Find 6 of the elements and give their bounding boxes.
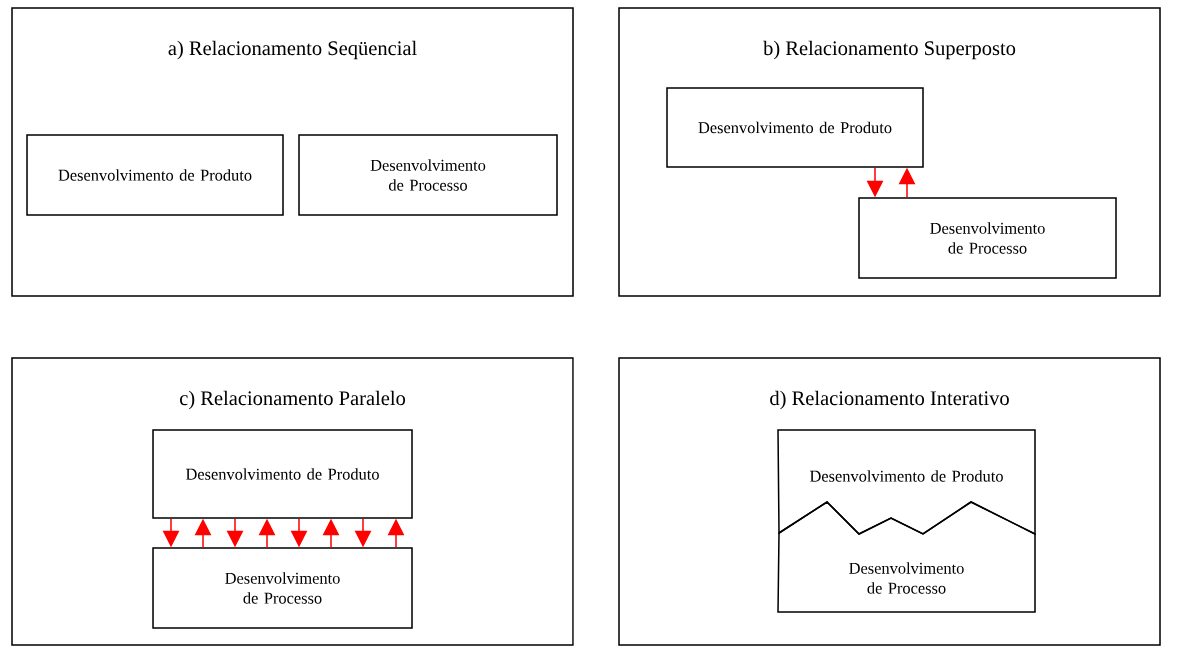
process-box: Desenvolvimento de Produto	[152, 429, 413, 519]
process-box: Desenvolvimento de Produto	[26, 134, 284, 216]
process-box: Desenvolvimento de Processo	[152, 547, 413, 629]
process-box: Desenvolvimento de Produto	[666, 87, 924, 168]
process-box: Desenvolvimento de Processo	[858, 197, 1117, 279]
process-box: Desenvolvimento de Processo	[298, 134, 558, 216]
